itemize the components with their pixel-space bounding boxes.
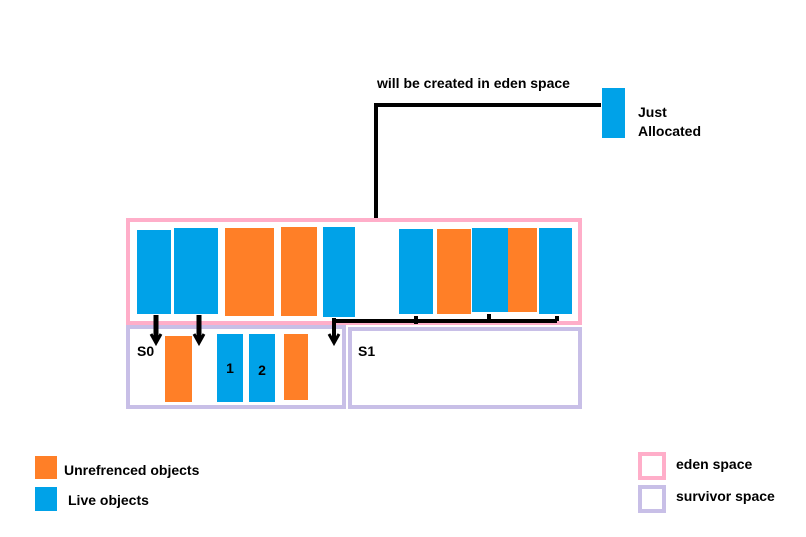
legend-survivor-swatch xyxy=(638,485,666,513)
legend-live-label: Live objects xyxy=(68,492,149,508)
eden-unreferenced-object xyxy=(281,227,317,316)
legend-survivor-label: survivor space xyxy=(676,488,775,504)
copy-arrow-head xyxy=(149,333,163,347)
collect-lines-to-s0 xyxy=(334,314,559,324)
eden-live-object xyxy=(323,227,355,317)
legend-live-swatch xyxy=(35,487,57,511)
s0-unreferenced-object xyxy=(165,336,192,402)
eden-live-object xyxy=(399,229,433,314)
just-allocated-object xyxy=(602,88,625,138)
created-in-eden-text: will be created in eden space xyxy=(376,75,570,91)
eden-unreferenced-object xyxy=(225,228,274,316)
eden-unreferenced-object xyxy=(508,228,537,312)
s0-unreferenced-object xyxy=(284,334,308,400)
just-allocated-label-line1: Just xyxy=(638,104,667,120)
eden-live-object xyxy=(472,228,508,312)
legend-eden-label: eden space xyxy=(676,456,752,472)
legend-unreferenced-label: Unrefrenced objects xyxy=(64,462,200,478)
s0-object-2-label: 2 xyxy=(258,362,266,378)
eden-live-object xyxy=(137,230,171,314)
s0-live-object-2 xyxy=(249,334,275,402)
s0-live-object-1 xyxy=(217,334,243,402)
s0-label: S0 xyxy=(137,343,154,359)
legend-eden-swatch xyxy=(638,452,666,480)
s1-label: S1 xyxy=(358,343,375,359)
copy-arrow-head xyxy=(327,333,341,347)
eden-live-object xyxy=(539,228,572,314)
copy-arrow-head xyxy=(192,333,206,347)
just-allocated-label-line2: Allocated xyxy=(638,123,701,139)
allocation-arrow-line xyxy=(374,103,601,242)
eden-unreferenced-object xyxy=(437,229,471,314)
legend-unreferenced-swatch xyxy=(35,456,57,479)
eden-live-object xyxy=(174,228,218,314)
survivor-space-s1 xyxy=(348,327,582,409)
s0-object-1-label: 1 xyxy=(226,360,234,376)
